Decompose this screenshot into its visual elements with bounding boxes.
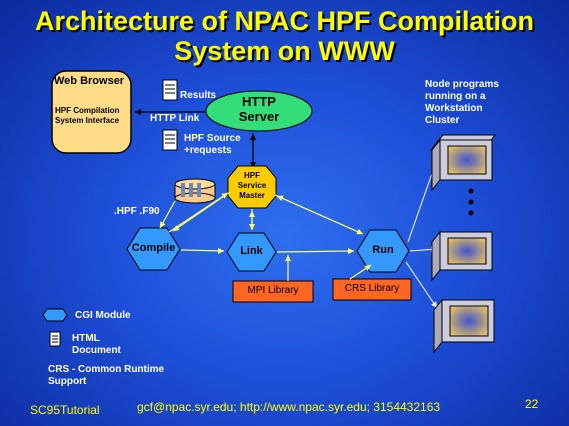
crs-library-box — [332, 278, 412, 301]
workstation-monitor-middle — [431, 230, 493, 282]
title-line-1: Architecture of NPAC HPF Compilation — [34, 6, 535, 36]
node-programs-line-3: Workstation — [425, 103, 483, 114]
results-document-icon — [162, 79, 178, 101]
service-master-line-2: Service — [237, 181, 267, 190]
title-line-2: System on WWW — [174, 36, 395, 66]
legend-crs-line-2: Support — [48, 376, 87, 387]
http-server-label: HTTP Server — [207, 94, 311, 124]
run-label: Run — [372, 244, 394, 256]
crs-library-label: CRS Library — [344, 283, 400, 294]
node-programs-line-2: running on a — [425, 91, 486, 102]
service-master-octagon — [227, 165, 277, 209]
service-master-line-3: Master — [239, 191, 265, 200]
legend-crs-line-1: CRS - Common Runtime — [48, 364, 165, 375]
footer-contact: gcf@npac.syr.edu; http://www.npac.syr.ed… — [137, 400, 441, 414]
browser-interface-label: HPF Compilation System Interface — [55, 106, 119, 126]
more-nodes-dots — [468, 188, 474, 216]
mpi-library-label: MPI Library — [247, 285, 299, 296]
link-hexagon — [226, 232, 277, 272]
footer-tutorial-label: SC95Tutorial — [30, 403, 100, 417]
service-master-label: HPF Service Master — [228, 171, 276, 201]
http-server-line-2: Server — [238, 109, 280, 124]
link-label: Link — [240, 245, 263, 257]
legend-cgi-label: CGI Module — [75, 310, 131, 321]
web-browser-title: Web Browser — [54, 75, 125, 87]
workstation-monitor-top — [429, 134, 497, 192]
interface-line-2: System Interface — [55, 116, 120, 125]
http-link-label: HTTP Link — [150, 113, 200, 124]
service-master-line-1: HPF — [244, 171, 260, 180]
results-label: Results — [180, 90, 217, 101]
http-server-ellipse — [205, 90, 313, 132]
legend-html-line-2: Document — [72, 345, 121, 356]
node-programs-line-1: Node programs — [425, 79, 499, 90]
legend-html-label: HTML Document — [72, 333, 121, 357]
hpf-source-line-2: +requests — [184, 145, 232, 156]
legend-html-line-1: HTML — [72, 333, 100, 344]
source-document-icon — [162, 129, 178, 151]
run-hexagon — [356, 229, 410, 273]
disk-stack-icon — [174, 178, 216, 204]
workstation-monitor-bottom — [433, 298, 495, 354]
hpf-source-label: HPF Source +requests — [184, 133, 241, 157]
legend-html-document-icon — [49, 331, 61, 347]
legend-cgi-hexagon-icon — [42, 308, 68, 322]
hpf-source-line-1: HPF Source — [184, 133, 241, 144]
compile-label: Compile — [131, 242, 176, 254]
page-number: 22 — [525, 397, 539, 411]
compile-hexagon — [126, 227, 181, 271]
file-extension-label: .HPF .F90 — [114, 206, 160, 217]
node-programs-label: Node programs running on a Workstation C… — [425, 79, 499, 127]
interface-line-1: HPF Compilation — [55, 106, 120, 115]
web-browser-box — [51, 70, 132, 154]
legend-crs-label: CRS - Common Runtime Support — [48, 364, 164, 388]
mpi-library-box — [232, 280, 314, 303]
node-programs-line-4: Cluster — [425, 115, 460, 126]
http-server-line-1: HTTP — [242, 94, 276, 109]
